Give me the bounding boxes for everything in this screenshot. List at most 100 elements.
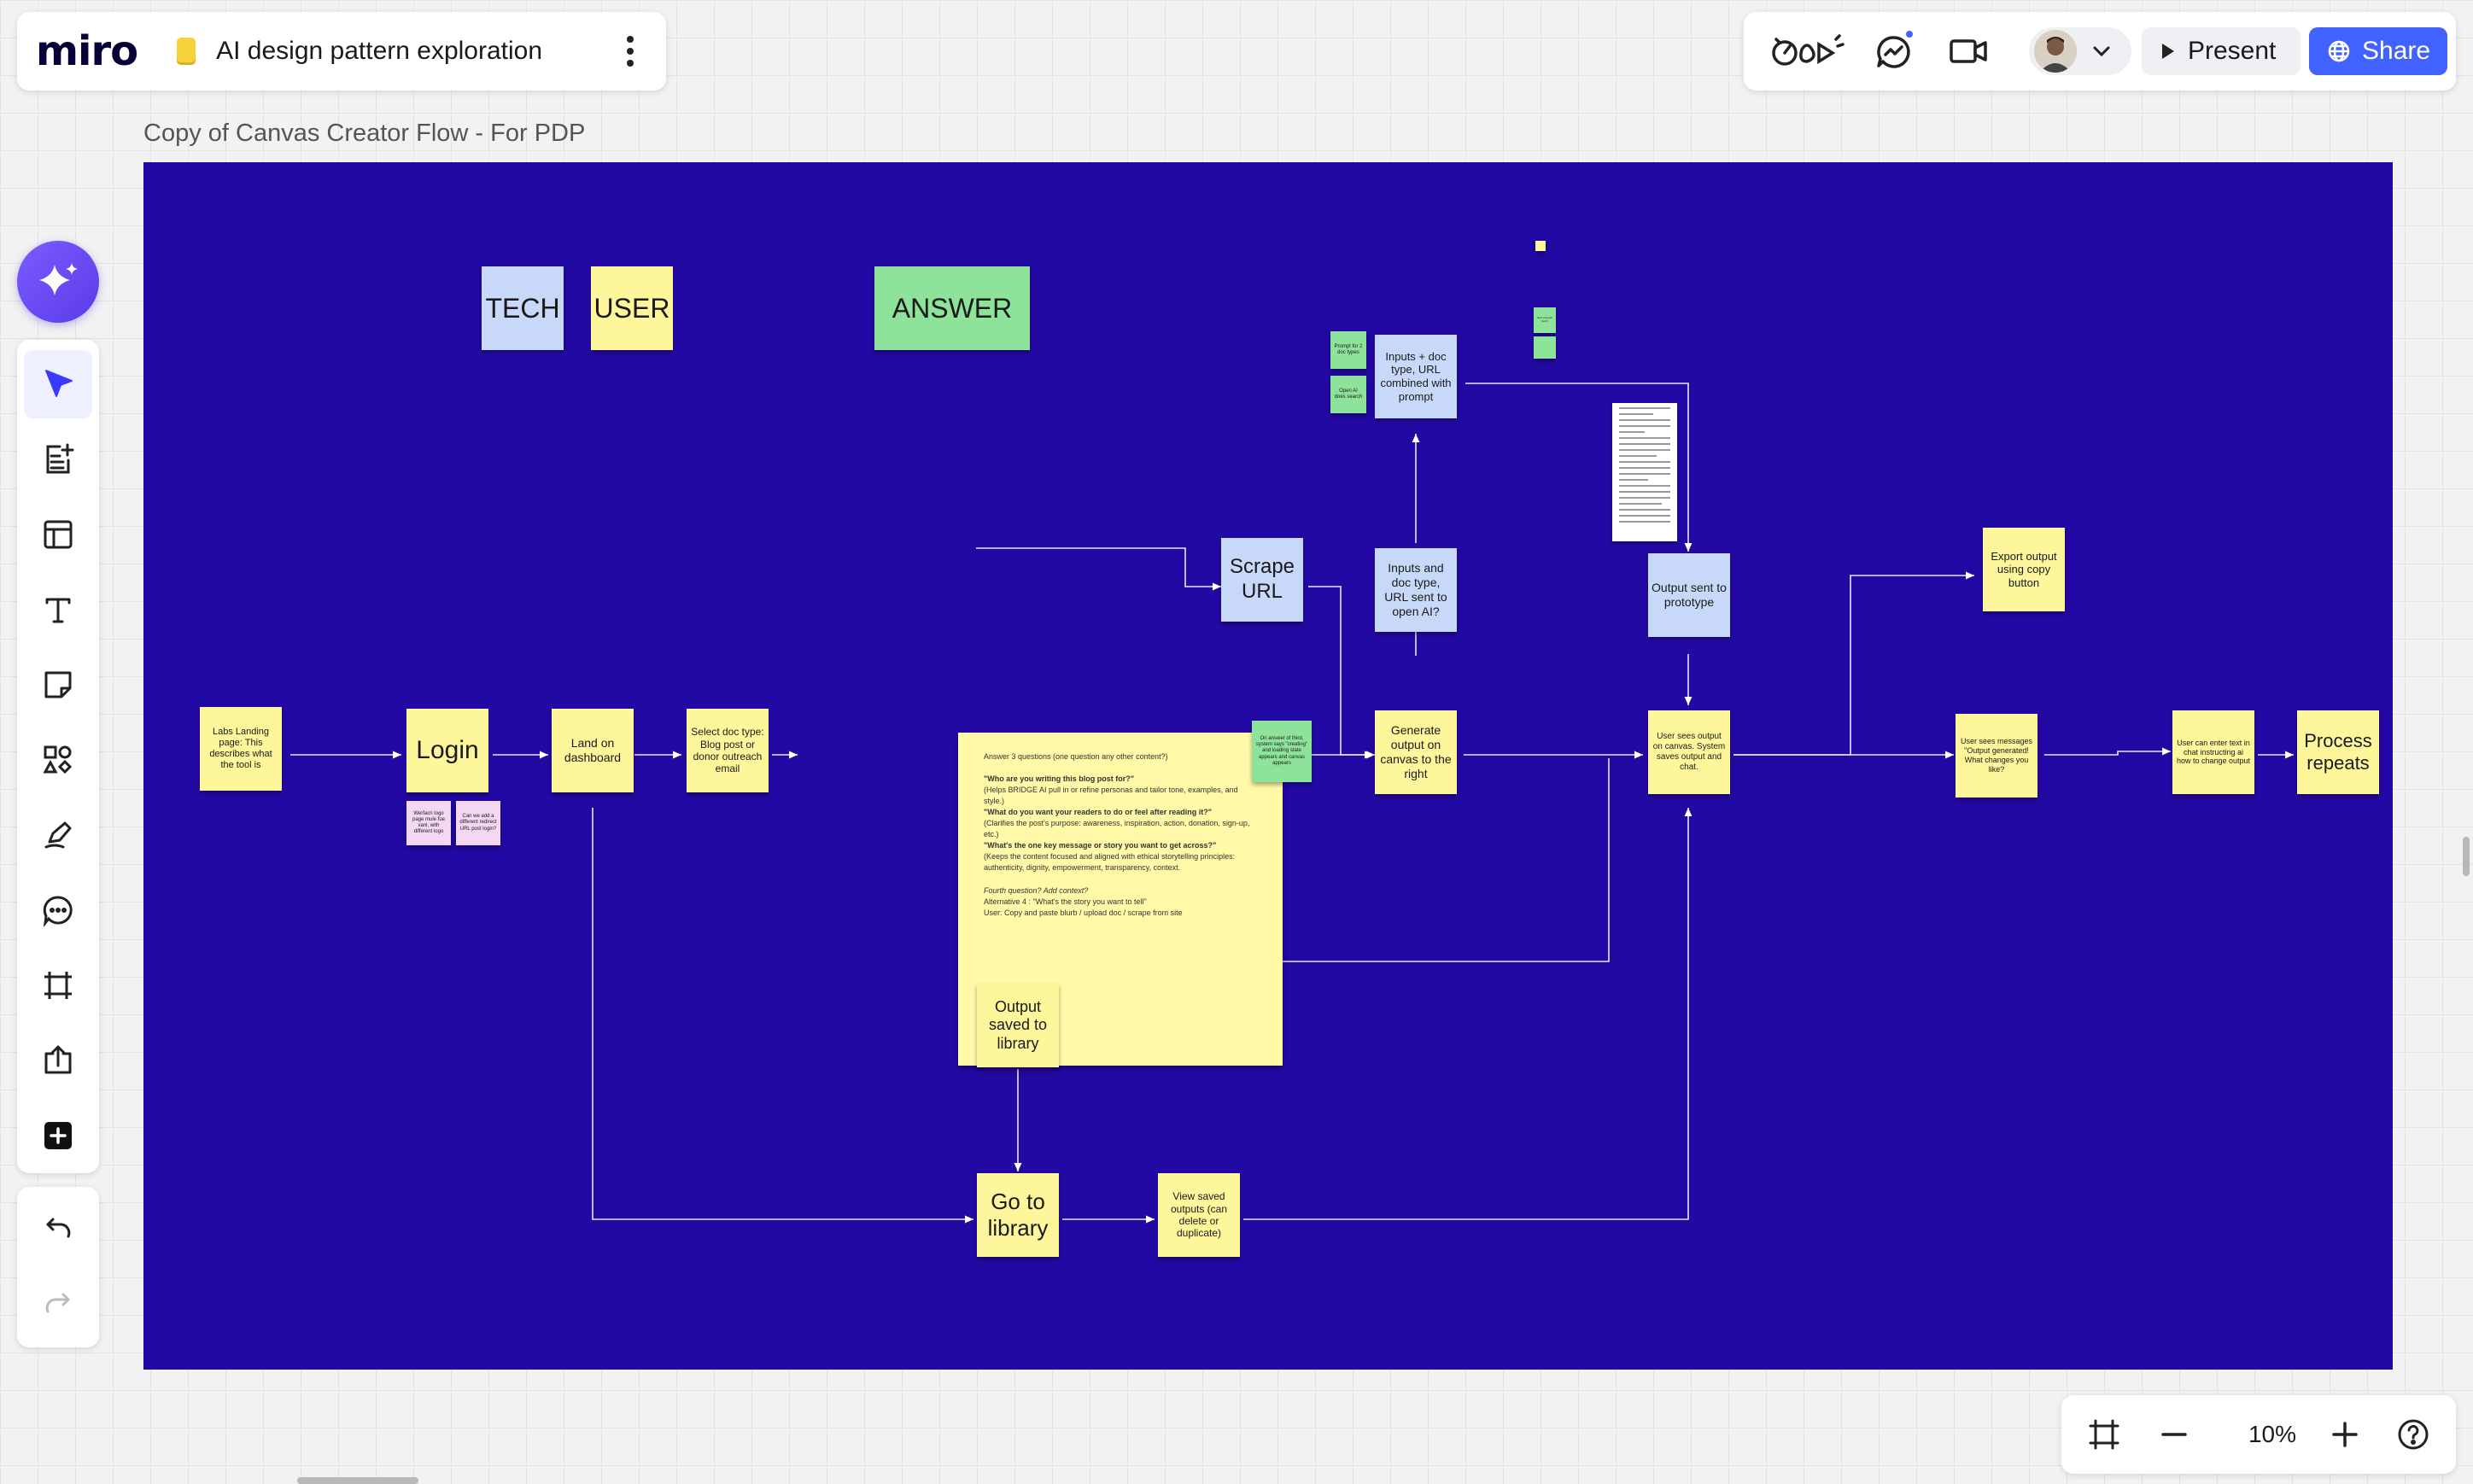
help-button[interactable] [2388, 1409, 2439, 1460]
user-sees-output-note[interactable]: User sees output on canvas. System saves… [1648, 710, 1730, 794]
sticky-note-tool[interactable] [24, 651, 92, 719]
vertical-scrollbar[interactable] [2463, 837, 2470, 876]
frame-icon [41, 968, 75, 1002]
doc-side-note-2[interactable] [1534, 336, 1556, 359]
connector [2044, 751, 2171, 755]
connector [1733, 575, 1974, 755]
fit-screen-icon [2087, 1417, 2121, 1452]
ai-assist-button[interactable] [17, 241, 99, 323]
fit-to-screen-button[interactable] [2078, 1409, 2130, 1460]
q2: "What do you want your readers to do or … [984, 807, 1257, 818]
redo-button[interactable] [24, 1269, 92, 1337]
present-label: Present [2188, 37, 2276, 66]
q1: "Who are you writing this blog post for?… [984, 774, 1257, 785]
login-subnote-logo[interactable]: Werfacn logo page mule fue vanl, with di… [406, 801, 451, 845]
upload-tool[interactable] [24, 1026, 92, 1095]
board-title[interactable]: AI design pattern exploration [216, 37, 542, 66]
layout-tool[interactable] [24, 500, 92, 569]
connector [1243, 808, 1688, 1219]
collaboration-bar: Present Share [1744, 12, 2456, 91]
q2-note: (Clarifies the post's purpose: awareness… [984, 818, 1257, 840]
shapes-tool[interactable] [24, 726, 92, 794]
on-answer-note[interactable]: On answer of third, system says "creatin… [1252, 721, 1312, 782]
minus-icon [2159, 1419, 2189, 1450]
go-to-library-note[interactable]: Go to library [977, 1173, 1059, 1257]
collaboration-icon[interactable] [1870, 27, 1918, 75]
zoom-out-button[interactable] [2149, 1409, 2200, 1460]
login-note[interactable]: Login [406, 709, 488, 792]
output-saved-note[interactable]: Output saved to library [977, 984, 1059, 1067]
q3: "What's the one key message or story you… [984, 840, 1257, 851]
doc-side-note[interactable]: Next prompts (tech) [1534, 307, 1556, 333]
zoom-controls: 10% [2061, 1395, 2456, 1474]
undo-icon [41, 1211, 75, 1245]
legend-answer[interactable]: ANSWER [874, 266, 1030, 350]
prompt-doc-types-note[interactable]: Prompt for 2 doc types [1330, 331, 1366, 369]
more-apps-tool[interactable] [24, 1101, 92, 1170]
play-icon [2160, 42, 2176, 61]
miro-logo[interactable]: miro [36, 27, 137, 75]
note-add-icon [41, 442, 75, 476]
zoom-in-button[interactable] [2319, 1409, 2371, 1460]
undo-button[interactable] [24, 1194, 92, 1262]
present-button[interactable]: Present [2142, 27, 2301, 75]
frame-title[interactable]: Copy of Canvas Creator Flow - For PDP [143, 120, 585, 148]
globe-icon [2328, 40, 2350, 62]
plus-square-icon [41, 1119, 75, 1153]
frame-tool[interactable] [24, 951, 92, 1020]
chevron-down-icon[interactable] [2092, 45, 2111, 57]
login-subnote-redirect[interactable]: Can we add a different redirect URL post… [456, 801, 500, 845]
text-icon [41, 593, 75, 627]
select-tool[interactable] [24, 350, 92, 418]
redo-icon [41, 1286, 75, 1320]
share-label: Share [2362, 37, 2430, 66]
labs-landing-note[interactable]: Labs Landing page: This describes what t… [200, 707, 282, 791]
comment-tool[interactable] [24, 876, 92, 944]
generate-output-note[interactable]: Generate output on canvas to the right [1375, 710, 1457, 794]
output-prototype-note[interactable]: Output sent to prototype [1648, 553, 1730, 637]
comment-icon [41, 893, 75, 927]
templates-tool[interactable] [24, 425, 92, 494]
text-tool[interactable] [24, 575, 92, 644]
legend-tech[interactable]: TECH [482, 266, 564, 350]
scrape-url-note[interactable]: Scrape URL [1221, 538, 1303, 622]
user-enter-text-note[interactable]: User can enter text in chat instructing … [2172, 710, 2254, 794]
user-menu[interactable] [2029, 27, 2131, 75]
share-button[interactable]: Share [2309, 27, 2447, 75]
inputs-combined-note[interactable]: Inputs + doc type, URL combined with pro… [1375, 335, 1457, 418]
horizontal-scrollbar[interactable] [297, 1477, 418, 1484]
sticky-note-icon [41, 668, 75, 702]
pen-icon [41, 818, 75, 852]
q-user: User: Copy and paste blurb / upload doc … [984, 908, 1257, 919]
history-toolbar [17, 1187, 99, 1347]
q-intro: Answer 3 questions (one question any oth… [984, 751, 1257, 762]
document-thumbnail[interactable] [1612, 403, 1677, 541]
avatar[interactable] [2034, 30, 2077, 73]
view-saved-note[interactable]: View saved outputs (can delete or duplic… [1158, 1173, 1240, 1257]
connector [1308, 587, 1373, 755]
process-repeats-note[interactable]: Process repeats [2297, 710, 2379, 794]
zoom-level[interactable]: 10% [2232, 1421, 2312, 1448]
q1-note: (Helps BRIDGE AI pull in or refine perso… [984, 785, 1257, 807]
board-icon [177, 38, 196, 65]
connector [593, 808, 973, 1219]
q3-note: (Keeps the content focused and aligned w… [984, 851, 1257, 873]
export-output-note[interactable]: Export output using copy button [1983, 528, 2065, 611]
connector [976, 548, 1221, 587]
upload-icon [41, 1043, 75, 1078]
legend-user[interactable]: USER [591, 266, 673, 350]
plus-icon [2330, 1419, 2360, 1450]
shapes-icon [41, 743, 75, 777]
user-messages-note[interactable]: User sees messages "Output generated! Wh… [1956, 714, 2037, 798]
pen-tool[interactable] [24, 801, 92, 869]
canvas-frame[interactable]: TECH USER ANSWER Labs Landing page: This… [143, 162, 2393, 1370]
video-icon[interactable] [1945, 27, 1993, 75]
small-sticky-marker[interactable] [1535, 241, 1546, 251]
more-options-icon[interactable] [613, 30, 647, 73]
cursor-icon [41, 367, 75, 401]
reactions-icon[interactable] [1768, 27, 1845, 75]
dashboard-note[interactable]: Land on dashboard [552, 709, 634, 792]
select-doc-note[interactable]: Select doc type: Blog post or donor outr… [687, 709, 769, 792]
openai-search-note[interactable]: Open AI does search [1330, 376, 1366, 413]
inputs-sent-note[interactable]: Inputs and doc type, URL sent to open AI… [1375, 548, 1457, 632]
